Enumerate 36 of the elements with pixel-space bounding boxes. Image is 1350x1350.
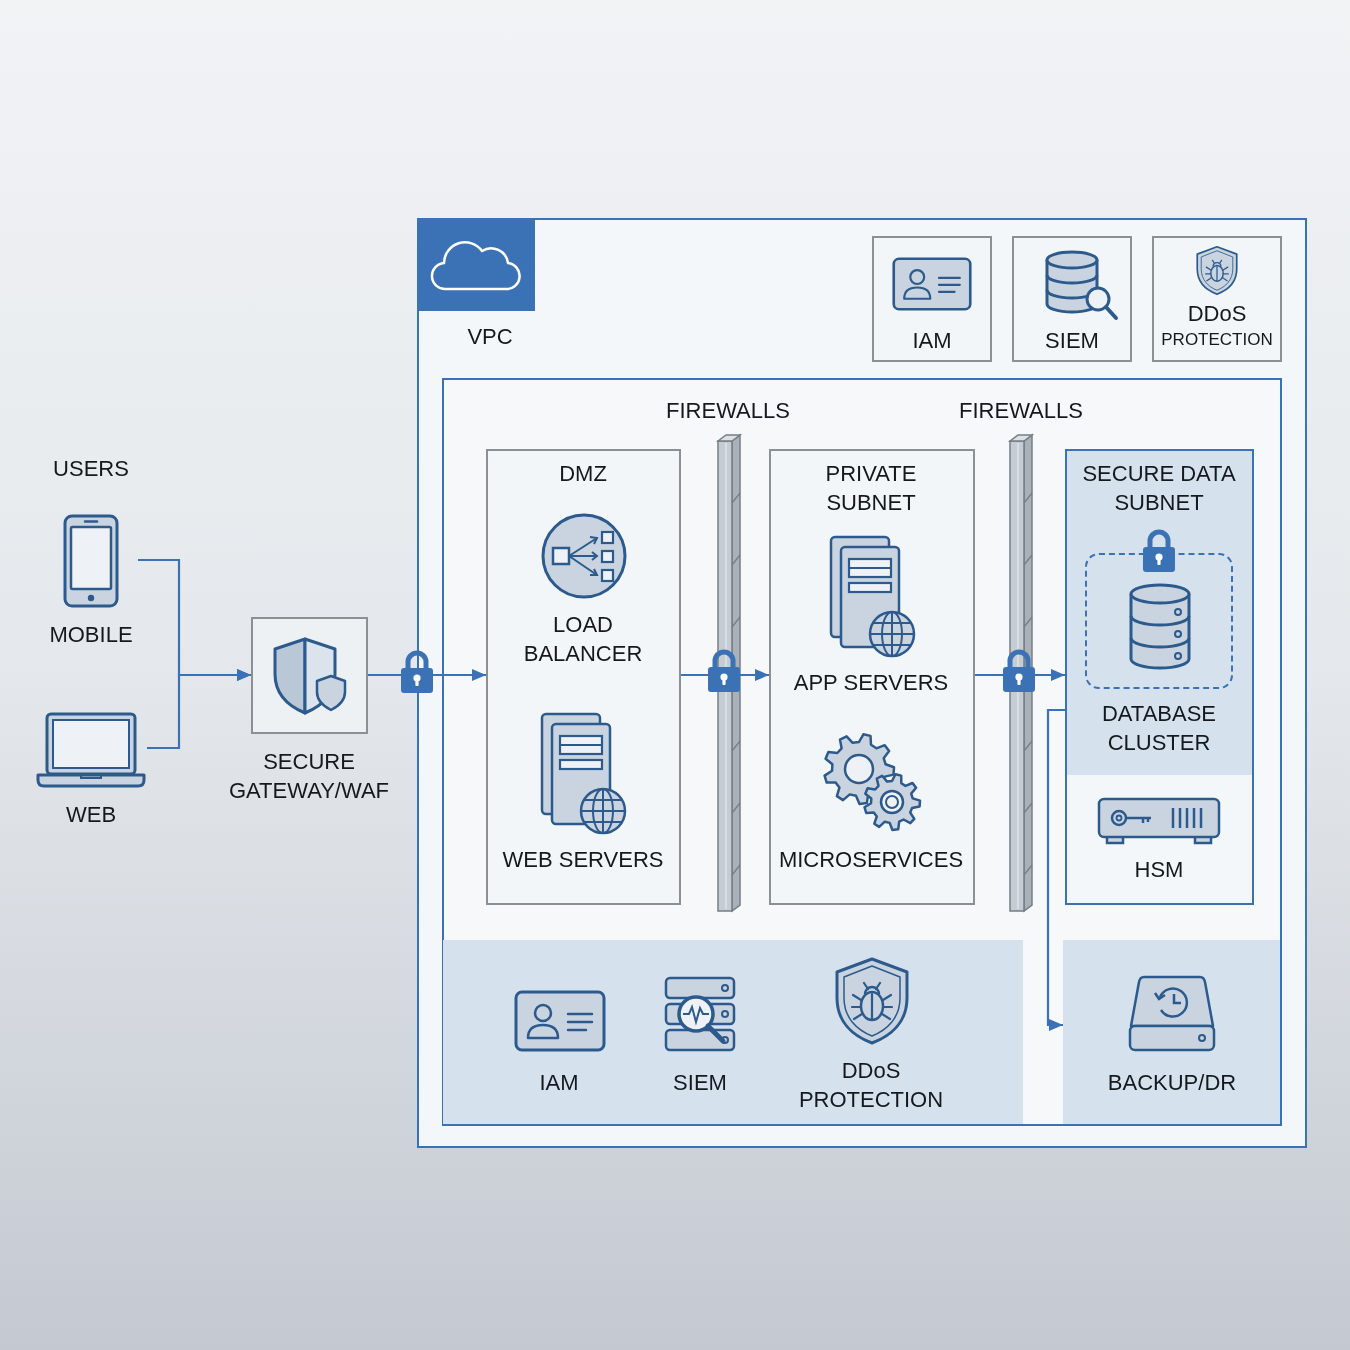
component-label: IAM xyxy=(911,327,953,355)
subnet-box xyxy=(769,449,975,905)
firewall-label: FIREWALLS xyxy=(665,397,791,425)
component-label: MICROSERVICES xyxy=(777,846,965,874)
component-label: APP SERVERS xyxy=(792,669,950,697)
shaded-panel xyxy=(1063,940,1280,1124)
shaded-panel xyxy=(443,940,1023,1124)
component-label: SIEM xyxy=(672,1069,728,1097)
component-label: BACKUP/DR xyxy=(1106,1069,1238,1097)
component-label: SIEM xyxy=(1044,327,1100,355)
arrow xyxy=(147,669,251,750)
component-label: LOAD BALANCER xyxy=(522,611,644,668)
service-box xyxy=(872,236,992,362)
zone-title: SECURE DATA SUBNET xyxy=(1081,460,1237,517)
component-label: PROTECTION xyxy=(1160,329,1274,351)
zone-title: PRIVATE SUBNET xyxy=(824,460,918,517)
firewall-label: FIREWALLS xyxy=(958,397,1084,425)
component-label: HSM xyxy=(1133,856,1185,884)
vpc-boundary xyxy=(417,218,1307,1148)
component-label: WEB SERVERS xyxy=(501,846,665,874)
arrow xyxy=(1046,708,1065,1031)
component-label: IAM xyxy=(538,1069,580,1097)
group-title: USERS xyxy=(52,455,130,483)
subnet-box xyxy=(486,449,681,905)
zone-title: VPC xyxy=(466,323,514,351)
device-label: MOBILE xyxy=(48,621,134,649)
service-box xyxy=(1152,236,1282,362)
service-box xyxy=(1012,236,1132,362)
component-label: DATABASE CLUSTER xyxy=(1100,700,1218,757)
component-label: DDoS xyxy=(1186,300,1248,328)
component-label: SECURE GATEWAY/WAF xyxy=(227,748,391,805)
component-label: DDoS PROTECTION xyxy=(797,1057,945,1114)
zone-title: DMZ xyxy=(558,460,608,488)
secure-subnet-box xyxy=(1065,449,1254,905)
device-label: WEB xyxy=(64,801,118,829)
network-boundary xyxy=(442,378,1282,1126)
